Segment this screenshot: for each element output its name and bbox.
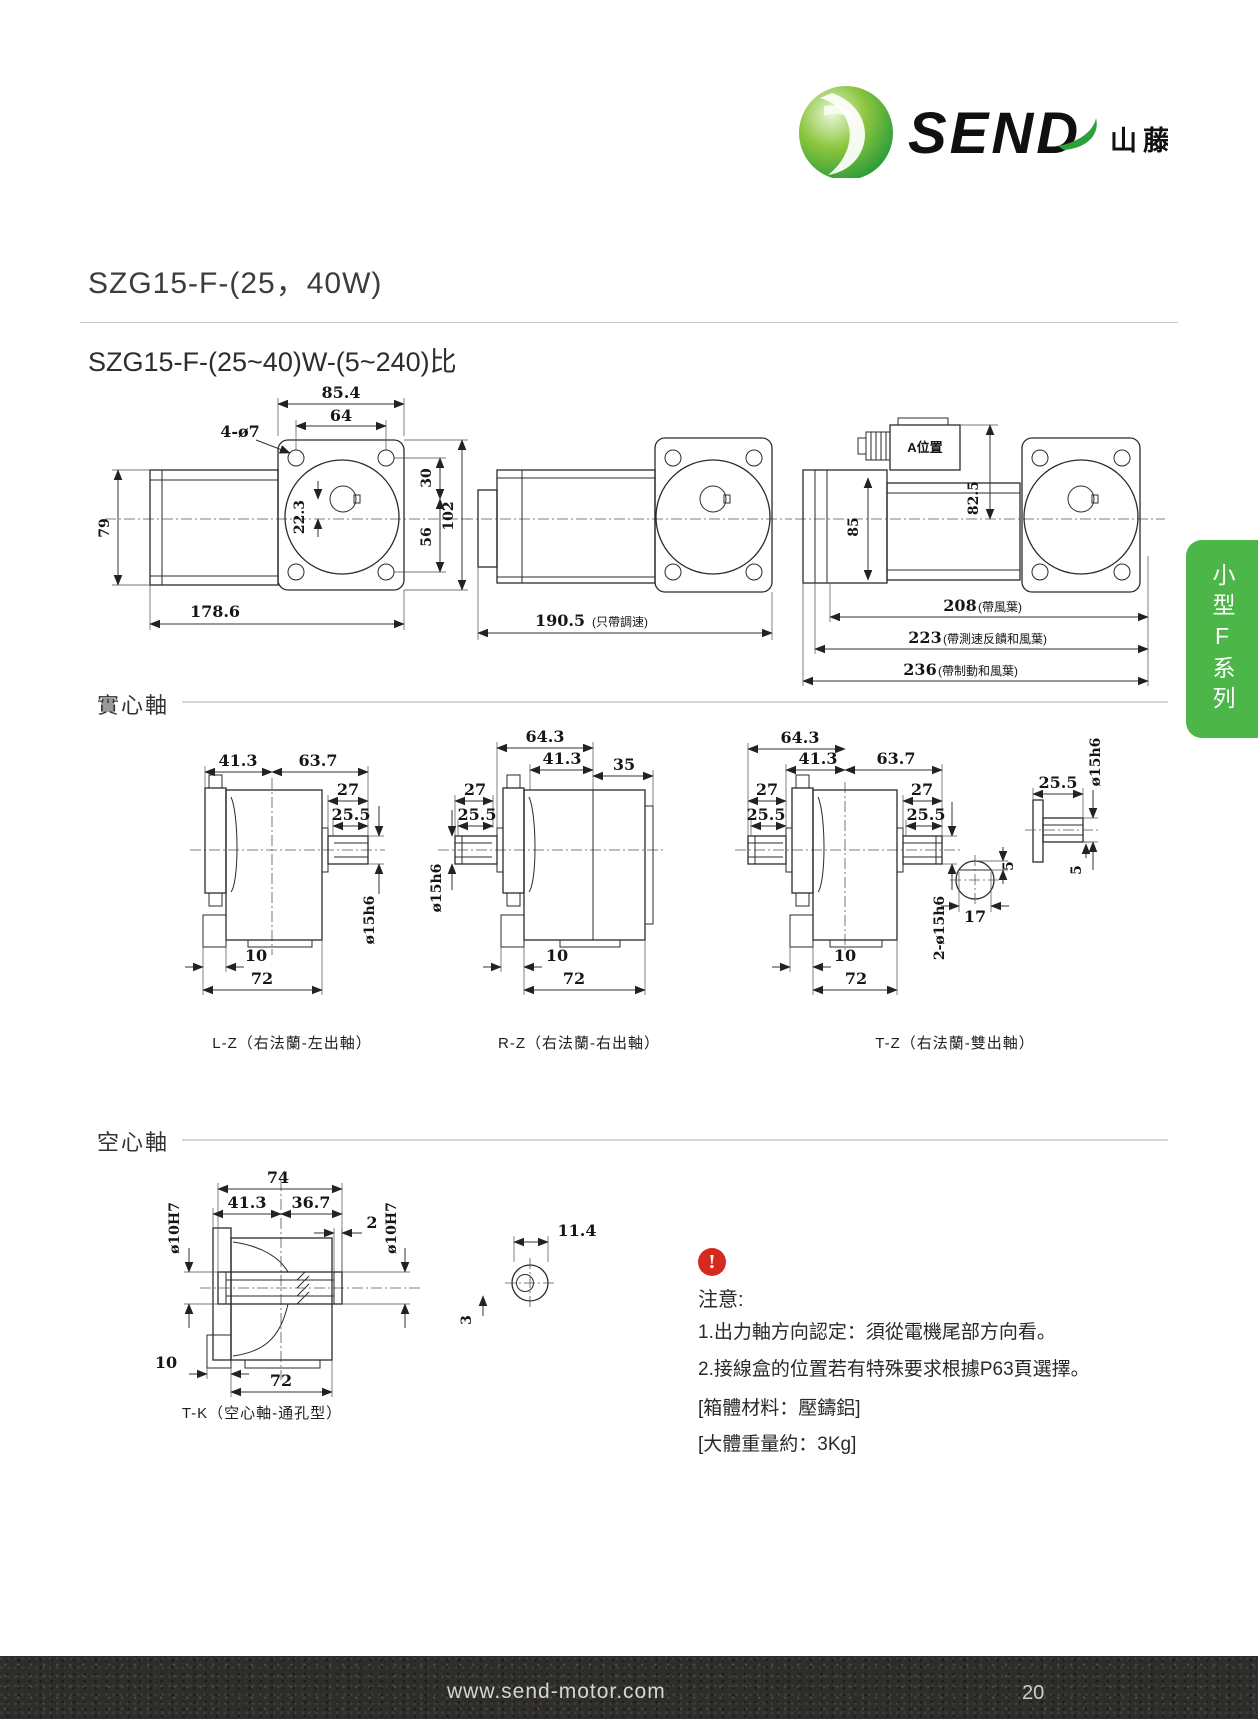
dim-tk-2: 2 — [366, 1213, 377, 1232]
dim-tz-25-5-right: 25.5 — [907, 805, 946, 824]
dim-rz-72: 72 — [563, 969, 585, 988]
notes-item-2: 2.接線盒的位置若有特殊要求根據P63頁選擇。 — [698, 1359, 1090, 1380]
dim-d3-236: 236 — [903, 660, 936, 679]
dim-d1-64: 64 — [330, 406, 352, 425]
caption-lz: L-Z（右法蘭-左出軸） — [212, 1035, 372, 1052]
brand-cjk: 山藤 — [1110, 126, 1168, 156]
footer-url: www.send-motor.com — [447, 1680, 666, 1703]
dim-lz-shaft: ø15h6 — [362, 896, 378, 945]
dim-bd-3: 3 — [459, 1315, 475, 1325]
series-side-tab-label: 小型F系列 — [1209, 562, 1235, 716]
notes-heading: 注意: — [698, 1289, 744, 1311]
dim-tk-bore-right: ø10H7 — [384, 1202, 400, 1254]
footer-page-number: 20 — [1022, 1682, 1045, 1704]
dim-d3-236-note: (帶制動和風葉) — [938, 664, 1018, 678]
dim-lz-63-7: 63.7 — [299, 751, 338, 770]
dim-tz-shaft: 2-ø15h6 — [932, 896, 948, 960]
notes-material: [箱體材料：壓鑄鋁] — [698, 1398, 861, 1419]
dim-tz-64-3: 64.3 — [781, 728, 820, 747]
alert-icon: ! — [698, 1248, 726, 1276]
dim-d1-30: 30 — [419, 468, 435, 488]
dim-sd-5-key: 5 — [1069, 865, 1085, 875]
dim-tz-27-left: 27 — [756, 780, 778, 799]
dim-sd-shaft: ø15h6 — [1088, 738, 1104, 787]
alert-mark: ! — [708, 1251, 716, 1273]
dim-rz-shaft: ø15h6 — [429, 864, 445, 913]
dim-d3-82-5: 82.5 — [966, 481, 982, 515]
dim-sd-5-flat: 5 — [1001, 861, 1017, 871]
dim-d1-holes: 4-ø7 — [220, 422, 260, 441]
dim-tk-bore-left: ø10H7 — [167, 1202, 183, 1254]
section-title-hollow-shaft: 空心軸 — [97, 1130, 170, 1155]
dim-tz-72: 72 — [845, 969, 867, 988]
overview-drawing-right: A位置 85 82.5 208 (帶風葉) 223 (帶測速反饋和風葉) 23 — [795, 417, 1165, 686]
dim-d1-85-4: 85.4 — [322, 383, 361, 402]
dim-d3-208: 208 — [943, 596, 976, 615]
section-divider-solid — [182, 701, 1168, 703]
drawing-bore-detail: 11.4 3 — [459, 1221, 596, 1325]
label-terminal-box-position: A位置 — [907, 440, 942, 455]
dim-rz-27: 27 — [464, 780, 486, 799]
drawing-rz: 64.3 41.3 35 27 25.5 ø15h6 10 72 — [429, 727, 665, 995]
caption-rz: R-Z（右法蘭-右出軸） — [498, 1035, 660, 1052]
dim-d1-79: 79 — [97, 518, 113, 537]
brand-swoosh — [1058, 118, 1097, 150]
notes-weight: [大體重量約：3Kg] — [698, 1434, 857, 1455]
dim-lz-25-5: 25.5 — [332, 805, 371, 824]
dim-sd-17: 17 — [964, 907, 986, 926]
dim-tz-10: 10 — [834, 946, 856, 965]
dim-d2-note: (只帶調速) — [592, 615, 648, 629]
overview-drawing-left: 85.4 64 4-ø7 22.3 30 56 102 79 178.6 — [97, 383, 470, 630]
dim-d1-22-3: 22.3 — [292, 500, 308, 534]
dim-tz-63-7: 63.7 — [877, 749, 916, 768]
drawing-shaft-detail: 25.5 ø15h6 5 17 5 — [941, 738, 1104, 926]
dim-d3-85: 85 — [846, 517, 862, 536]
caption-tz: T-Z（右法蘭-雙出軸） — [875, 1035, 1035, 1052]
dim-rz-64-3: 64.3 — [526, 727, 565, 746]
section-title-solid-shaft: 實心軸 — [97, 693, 170, 718]
dim-d2-190-5: 190.5 — [535, 611, 585, 630]
brand-wordmark: SEND — [908, 101, 1081, 166]
dim-lz-27: 27 — [337, 780, 359, 799]
title-divider — [80, 322, 1178, 323]
page-title: SZG15-F-(25，40W) — [88, 267, 383, 300]
notes-item-1: 1.出力軸方向認定：須從電機尾部方向看。 — [698, 1322, 1056, 1343]
dim-d3-223-note: (帶測速反饋和風葉) — [943, 631, 1047, 646]
dim-bd-11-4: 11.4 — [558, 1221, 597, 1240]
dim-tz-41-3: 41.3 — [799, 749, 838, 768]
globe-icon — [799, 86, 893, 178]
dim-rz-10: 10 — [546, 946, 568, 965]
dim-tk-74: 74 — [267, 1168, 289, 1187]
dim-d1-56: 56 — [419, 527, 435, 546]
dim-sd-25-5: 25.5 — [1039, 773, 1078, 792]
dim-d3-208-note: (帶風葉) — [978, 600, 1022, 614]
footer-bar — [0, 1656, 1258, 1719]
dim-lz-72: 72 — [251, 969, 273, 988]
dim-d3-223: 223 — [908, 628, 941, 647]
dim-d1-102: 102 — [441, 501, 457, 530]
series-side-tab: 小型F系列 — [1186, 540, 1258, 738]
page-subtitle: SZG15-F-(25~40)W-(5~240)比 — [88, 347, 457, 377]
caption-tk: T-K（空心軸-通孔型） — [181, 1405, 343, 1422]
overview-drawing-middle: 190.5 (只帶調速) — [462, 437, 792, 640]
dim-tz-27-right: 27 — [911, 780, 933, 799]
dim-lz-41-3: 41.3 — [219, 751, 258, 770]
dim-d1-178-6: 178.6 — [190, 602, 240, 621]
dim-tk-41-3: 41.3 — [228, 1193, 267, 1212]
drawing-lz: 41.3 63.7 27 25.5 ø15h6 10 72 — [185, 751, 385, 995]
dim-tz-25-5-left: 25.5 — [747, 805, 786, 824]
section-divider-hollow — [182, 1139, 1168, 1141]
dim-lz-10: 10 — [245, 946, 267, 965]
dim-tk-72: 72 — [270, 1371, 292, 1390]
dim-rz-35: 35 — [613, 755, 635, 774]
drawing-tk: 74 41.3 36.7 2 ø10H7 ø10H7 10 72 — [155, 1168, 420, 1397]
dim-rz-41-3: 41.3 — [543, 749, 582, 768]
dim-rz-25-5: 25.5 — [458, 805, 497, 824]
dim-tk-10: 10 — [155, 1353, 177, 1372]
drawing-tz: 64.3 41.3 63.7 27 25.5 27 25.5 2-ø15h6 — [735, 728, 962, 995]
dim-tk-36-7: 36.7 — [292, 1193, 331, 1212]
send-logo: SEND 山藤 — [799, 86, 1168, 178]
